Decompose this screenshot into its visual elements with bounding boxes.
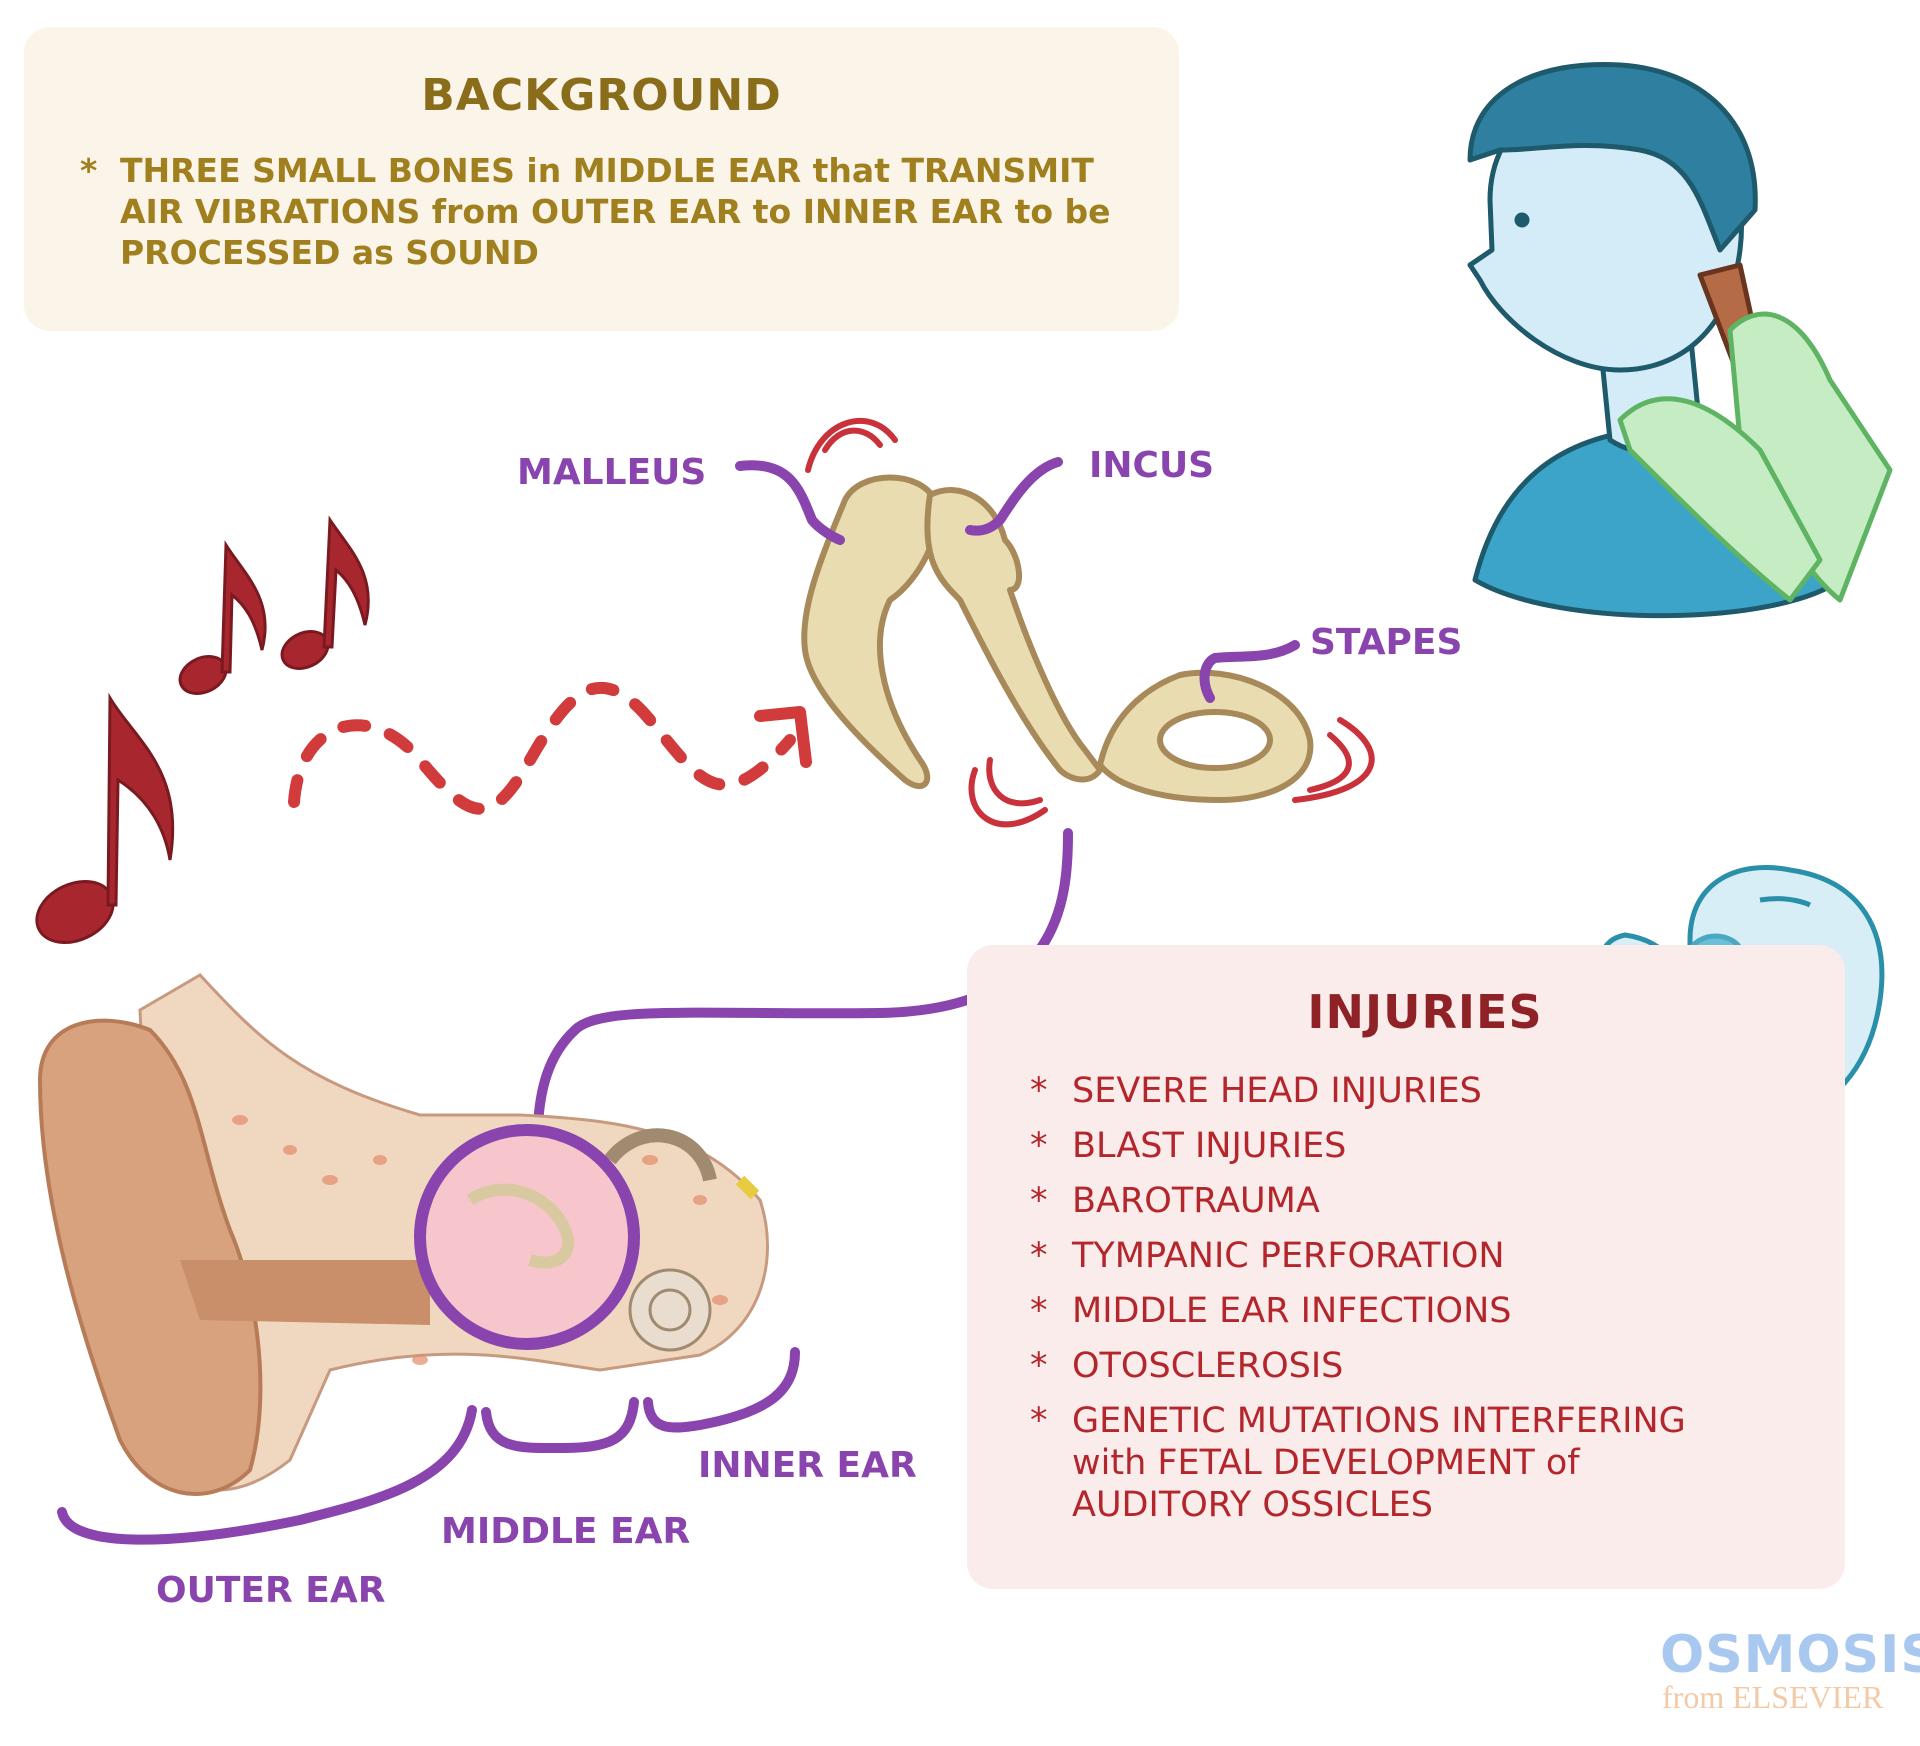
injury-text: OTOSCLEROSIS — [1072, 1346, 1344, 1386]
outer-ear-pinna — [37, 1018, 263, 1496]
injury-text: GENETIC MUTATIONS INTERFERING with FETAL… — [1072, 1401, 1686, 1525]
incus-bone — [924, 487, 1103, 783]
bullet-star: * — [1030, 1071, 1048, 1111]
patient-otoscope-illustration — [1467, 61, 1893, 619]
injury-text: BLAST INJURIES — [1072, 1126, 1347, 1166]
label-malleus: MALLEUS — [517, 452, 707, 493]
bullet-star: * — [1030, 1181, 1048, 1221]
list-item: * OTOSCLEROSIS — [1030, 1345, 1810, 1387]
label-inner-ear: INNER EAR — [698, 1445, 917, 1486]
list-item: * BAROTRAUMA — [1030, 1180, 1810, 1222]
injuries-title: INJURIES — [1307, 985, 1543, 1039]
label-outer-ear: OUTER EAR — [156, 1570, 386, 1611]
list-item: * GENETIC MUTATIONS INTERFERING with FETA… — [1030, 1400, 1712, 1526]
background-bullet: * THREE SMALL BONES in MIDDLE EAR that T… — [80, 150, 1140, 273]
label-stapes: STAPES — [1310, 622, 1463, 663]
ear-anatomy — [37, 973, 769, 1496]
label-middle-ear: MIDDLE EAR — [441, 1511, 691, 1552]
background-panel — [24, 27, 1179, 331]
malleus-bone — [801, 474, 941, 789]
sound-wave-arrow — [288, 682, 796, 815]
background-text: THREE SMALL BONES in MIDDLE EAR that TRA… — [120, 151, 1111, 272]
vibration-marks — [805, 417, 1375, 828]
arrow-head-icon — [754, 706, 812, 768]
ear-canal — [180, 1260, 430, 1325]
list-item: * SEVERE HEAD INJURIES — [1030, 1070, 1810, 1112]
list-item: * MIDDLE EAR INFECTIONS — [1030, 1290, 1810, 1332]
cochlea — [628, 1268, 712, 1352]
injury-text: SEVERE HEAD INJURIES — [1072, 1071, 1482, 1111]
middle-ear-magnifier — [414, 1124, 640, 1350]
logo-sub: from ELSEVIER — [1662, 1679, 1884, 1715]
injuries-panel — [967, 945, 1845, 1589]
injury-text: BAROTRAUMA — [1072, 1181, 1320, 1221]
background-title: BACKGROUND — [421, 70, 782, 121]
music-note-icon — [178, 540, 267, 695]
injuries-list: * SEVERE HEAD INJURIES * BLAST INJURIES * B… — [1030, 1070, 1810, 1539]
bullet-star: * — [1030, 1346, 1048, 1386]
injury-text: MIDDLE EAR INFECTIONS — [1072, 1291, 1512, 1331]
ear-section-brackets — [57, 1347, 800, 1545]
bullet-star: * — [1030, 1126, 1048, 1166]
bullet-star: * — [1030, 1401, 1048, 1441]
ossicles — [801, 474, 1314, 803]
osmosis-logo: OSMOSIS from ELSEVIER — [1640, 1625, 1920, 1716]
list-item: * TYMPANIC PERFORATION — [1030, 1235, 1810, 1277]
label-leaders — [533, 457, 1300, 1130]
bullet-star: * — [1030, 1236, 1048, 1276]
label-incus: INCUS — [1089, 445, 1215, 486]
injury-text: TYMPANIC PERFORATION — [1072, 1236, 1505, 1276]
music-note-icon — [35, 692, 175, 944]
logo-name: OSMOSIS — [1660, 1625, 1920, 1685]
bullet-star: * — [1030, 1291, 1048, 1331]
bullet-star: * — [80, 151, 98, 190]
list-item: * BLAST INJURIES — [1030, 1125, 1810, 1167]
music-note-icon — [280, 515, 370, 670]
